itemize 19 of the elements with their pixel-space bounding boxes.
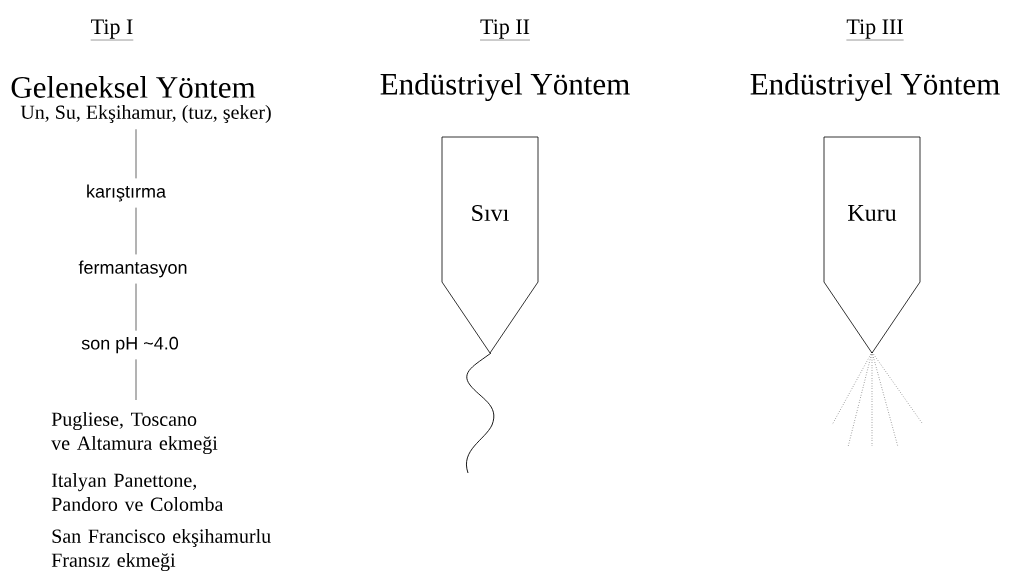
- ingredients-text: Un, Su, Ekşihamur, (tuz, şeker): [20, 104, 271, 124]
- method-title: Endüstriyel Yöntem: [750, 72, 1000, 102]
- connector-line: [135, 359, 137, 401]
- heading: Tip III: [846, 19, 904, 41]
- hopper-label: Sıvı: [472, 204, 509, 222]
- step-text: karıştırma: [87, 184, 166, 202]
- product-text: Pugliese, Toscano ve Altamura ekmeği: [51, 411, 218, 455]
- product-text: San Francisco ekşihamurlu Fransız ekmeği: [51, 528, 271, 572]
- product-text: Italyan Panettone, Pandoro ve Colomba: [51, 472, 224, 512]
- step-text: son pH ~4.0: [81, 336, 179, 354]
- heading: Tip I: [90, 19, 134, 41]
- method-title: Geleneksel Yöntem: [11, 76, 256, 98]
- connector-line: [135, 283, 137, 331]
- method-title: Endüstriyel Yöntem: [380, 72, 630, 102]
- connector-line: [135, 128, 137, 179]
- connector-line: [135, 207, 137, 255]
- heading: Tip II: [479, 19, 531, 41]
- hopper-label: Kuru: [848, 205, 897, 221]
- step-text: fermantasyon: [78, 260, 187, 278]
